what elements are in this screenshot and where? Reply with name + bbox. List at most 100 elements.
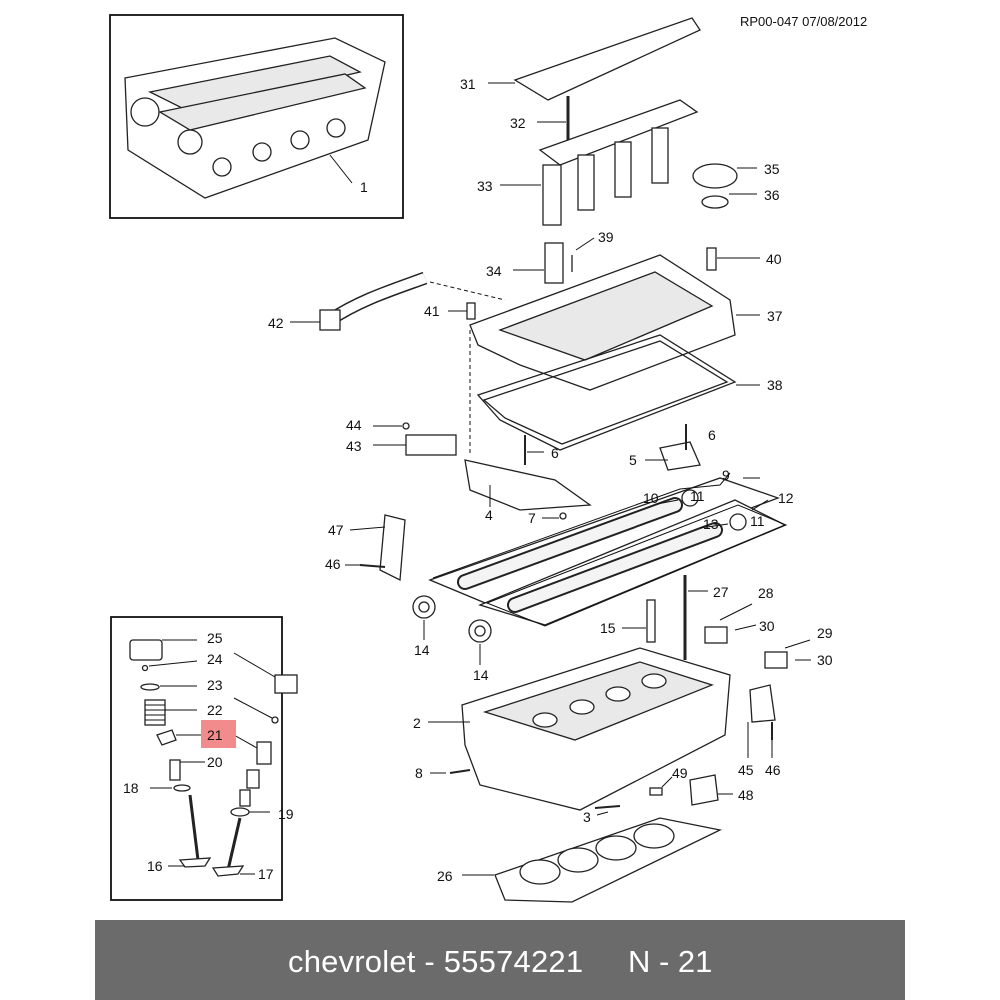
callout-15: 15 (600, 620, 616, 636)
assembly-guide-lines (429, 281, 506, 455)
cylinder-head-gasket (462, 817, 723, 903)
valve-spring (144, 699, 197, 726)
callout-32: 32 (510, 115, 526, 131)
callout-6a: 6 (551, 445, 559, 461)
callout-29: 29 (817, 625, 833, 641)
ignition-coil-module (500, 99, 699, 226)
valve-parts-right-stack (233, 652, 298, 807)
callout-4: 4 (485, 507, 493, 523)
valve-tappet (129, 639, 197, 661)
inset-frame-assembly (109, 14, 404, 219)
callout-31: 31 (460, 76, 476, 92)
bracket-47 (345, 514, 406, 582)
bracket-45 (747, 684, 776, 758)
callout-47: 47 (328, 522, 344, 538)
intake-valve (211, 817, 255, 877)
valve-stem-seal-assembly (156, 729, 202, 746)
spark-plug-boot (513, 242, 564, 284)
footer-part-caption: chevrolet - 55574221 (288, 944, 584, 979)
camshaft-bearing-cap-left (464, 459, 592, 511)
camshaft-group-outline-9 (432, 472, 760, 579)
callout-11b: 11 (750, 513, 765, 529)
callout-5: 5 (629, 452, 637, 468)
callout-46a: 46 (325, 556, 341, 572)
callout-35: 35 (764, 161, 780, 177)
callout-34: 34 (486, 263, 502, 279)
callout-33: 33 (477, 178, 493, 194)
camshaft-cover (469, 254, 760, 391)
callout-2: 2 (413, 715, 421, 731)
callout-8: 8 (415, 765, 423, 781)
cylinder-head-assembly-drawing (124, 37, 386, 199)
camshaft-cover-gasket (476, 334, 760, 451)
callout-12: 12 (778, 490, 794, 506)
camshaft-bearing-cap-right (645, 441, 701, 471)
callout-20: 20 (207, 754, 223, 770)
callout-3: 3 (583, 809, 591, 825)
callout-37: 37 (767, 308, 783, 324)
engine-top-cover (488, 17, 701, 101)
footer-reference-number: N - 21 (628, 944, 713, 979)
part-21-highlight (201, 720, 236, 748)
callout-36: 36 (764, 187, 780, 203)
valve-seal-19 (230, 807, 270, 817)
breather-hose (290, 271, 428, 331)
callout-44: 44 (346, 417, 362, 433)
callout-21: 21 (207, 727, 223, 743)
callout-30a: 30 (759, 618, 775, 634)
callout-25: 25 (207, 630, 223, 646)
valve-spring-seat (150, 784, 191, 792)
callout-11a: 11 (690, 488, 705, 504)
camshaft-group-outline-12 (485, 499, 788, 627)
callout-27: 27 (713, 584, 729, 600)
callout-45: 45 (738, 762, 754, 778)
small-bolts (448, 237, 760, 320)
spark-plug (622, 599, 656, 643)
callout-40: 40 (766, 251, 782, 267)
callout-10: 10 (643, 490, 659, 506)
callout-7: 7 (528, 510, 536, 526)
callout-48: 48 (738, 787, 754, 803)
callout-26: 26 (437, 868, 453, 884)
cylinder-head (428, 647, 731, 811)
camshaft-actuator-valve (373, 422, 457, 456)
oil-filler-cap (692, 163, 757, 209)
valve-guide (169, 759, 205, 781)
inset-frame-valve-parts (110, 616, 283, 901)
callout-16: 16 (147, 858, 163, 874)
exhaust-valve (168, 794, 212, 868)
sensor-parts (704, 603, 811, 669)
callout-19: 19 (278, 806, 294, 822)
callout-labels: 1 2 3 4 5 6 6 7 8 9 10 11 11 12 13 14 14… (123, 76, 833, 884)
callout-49: 49 (672, 765, 688, 781)
bracket-48 (649, 774, 733, 806)
callout-30b: 30 (817, 652, 833, 668)
head-studs (430, 769, 621, 816)
callout-14a: 14 (414, 642, 430, 658)
callout-38: 38 (767, 377, 783, 393)
intake-camshaft (428, 477, 780, 606)
head-bolt (683, 575, 708, 660)
callout-46b: 46 (765, 762, 781, 778)
callout-24: 24 (207, 651, 223, 667)
callout-41: 41 (424, 303, 440, 319)
callout-17: 17 (258, 866, 274, 882)
callout-18: 18 (123, 780, 139, 796)
document-reference: RP00-047 07/08/2012 (740, 14, 868, 29)
spring-retainer (140, 683, 197, 691)
camshaft-seals (412, 595, 492, 665)
callout-23: 23 (207, 677, 223, 693)
valve-keepers (141, 660, 198, 672)
callout-14b: 14 (473, 667, 489, 683)
callout-1: 1 (360, 179, 368, 195)
cap-bolts (524, 424, 687, 520)
footer-bar (95, 920, 905, 1000)
exhaust-camshaft (478, 499, 787, 626)
callout-6b: 6 (708, 427, 716, 443)
callout-43: 43 (346, 438, 362, 454)
callout-9: 9 (722, 467, 730, 483)
callout-13: 13 (703, 516, 719, 532)
callout-39: 39 (598, 229, 614, 245)
callout-42: 42 (268, 315, 284, 331)
